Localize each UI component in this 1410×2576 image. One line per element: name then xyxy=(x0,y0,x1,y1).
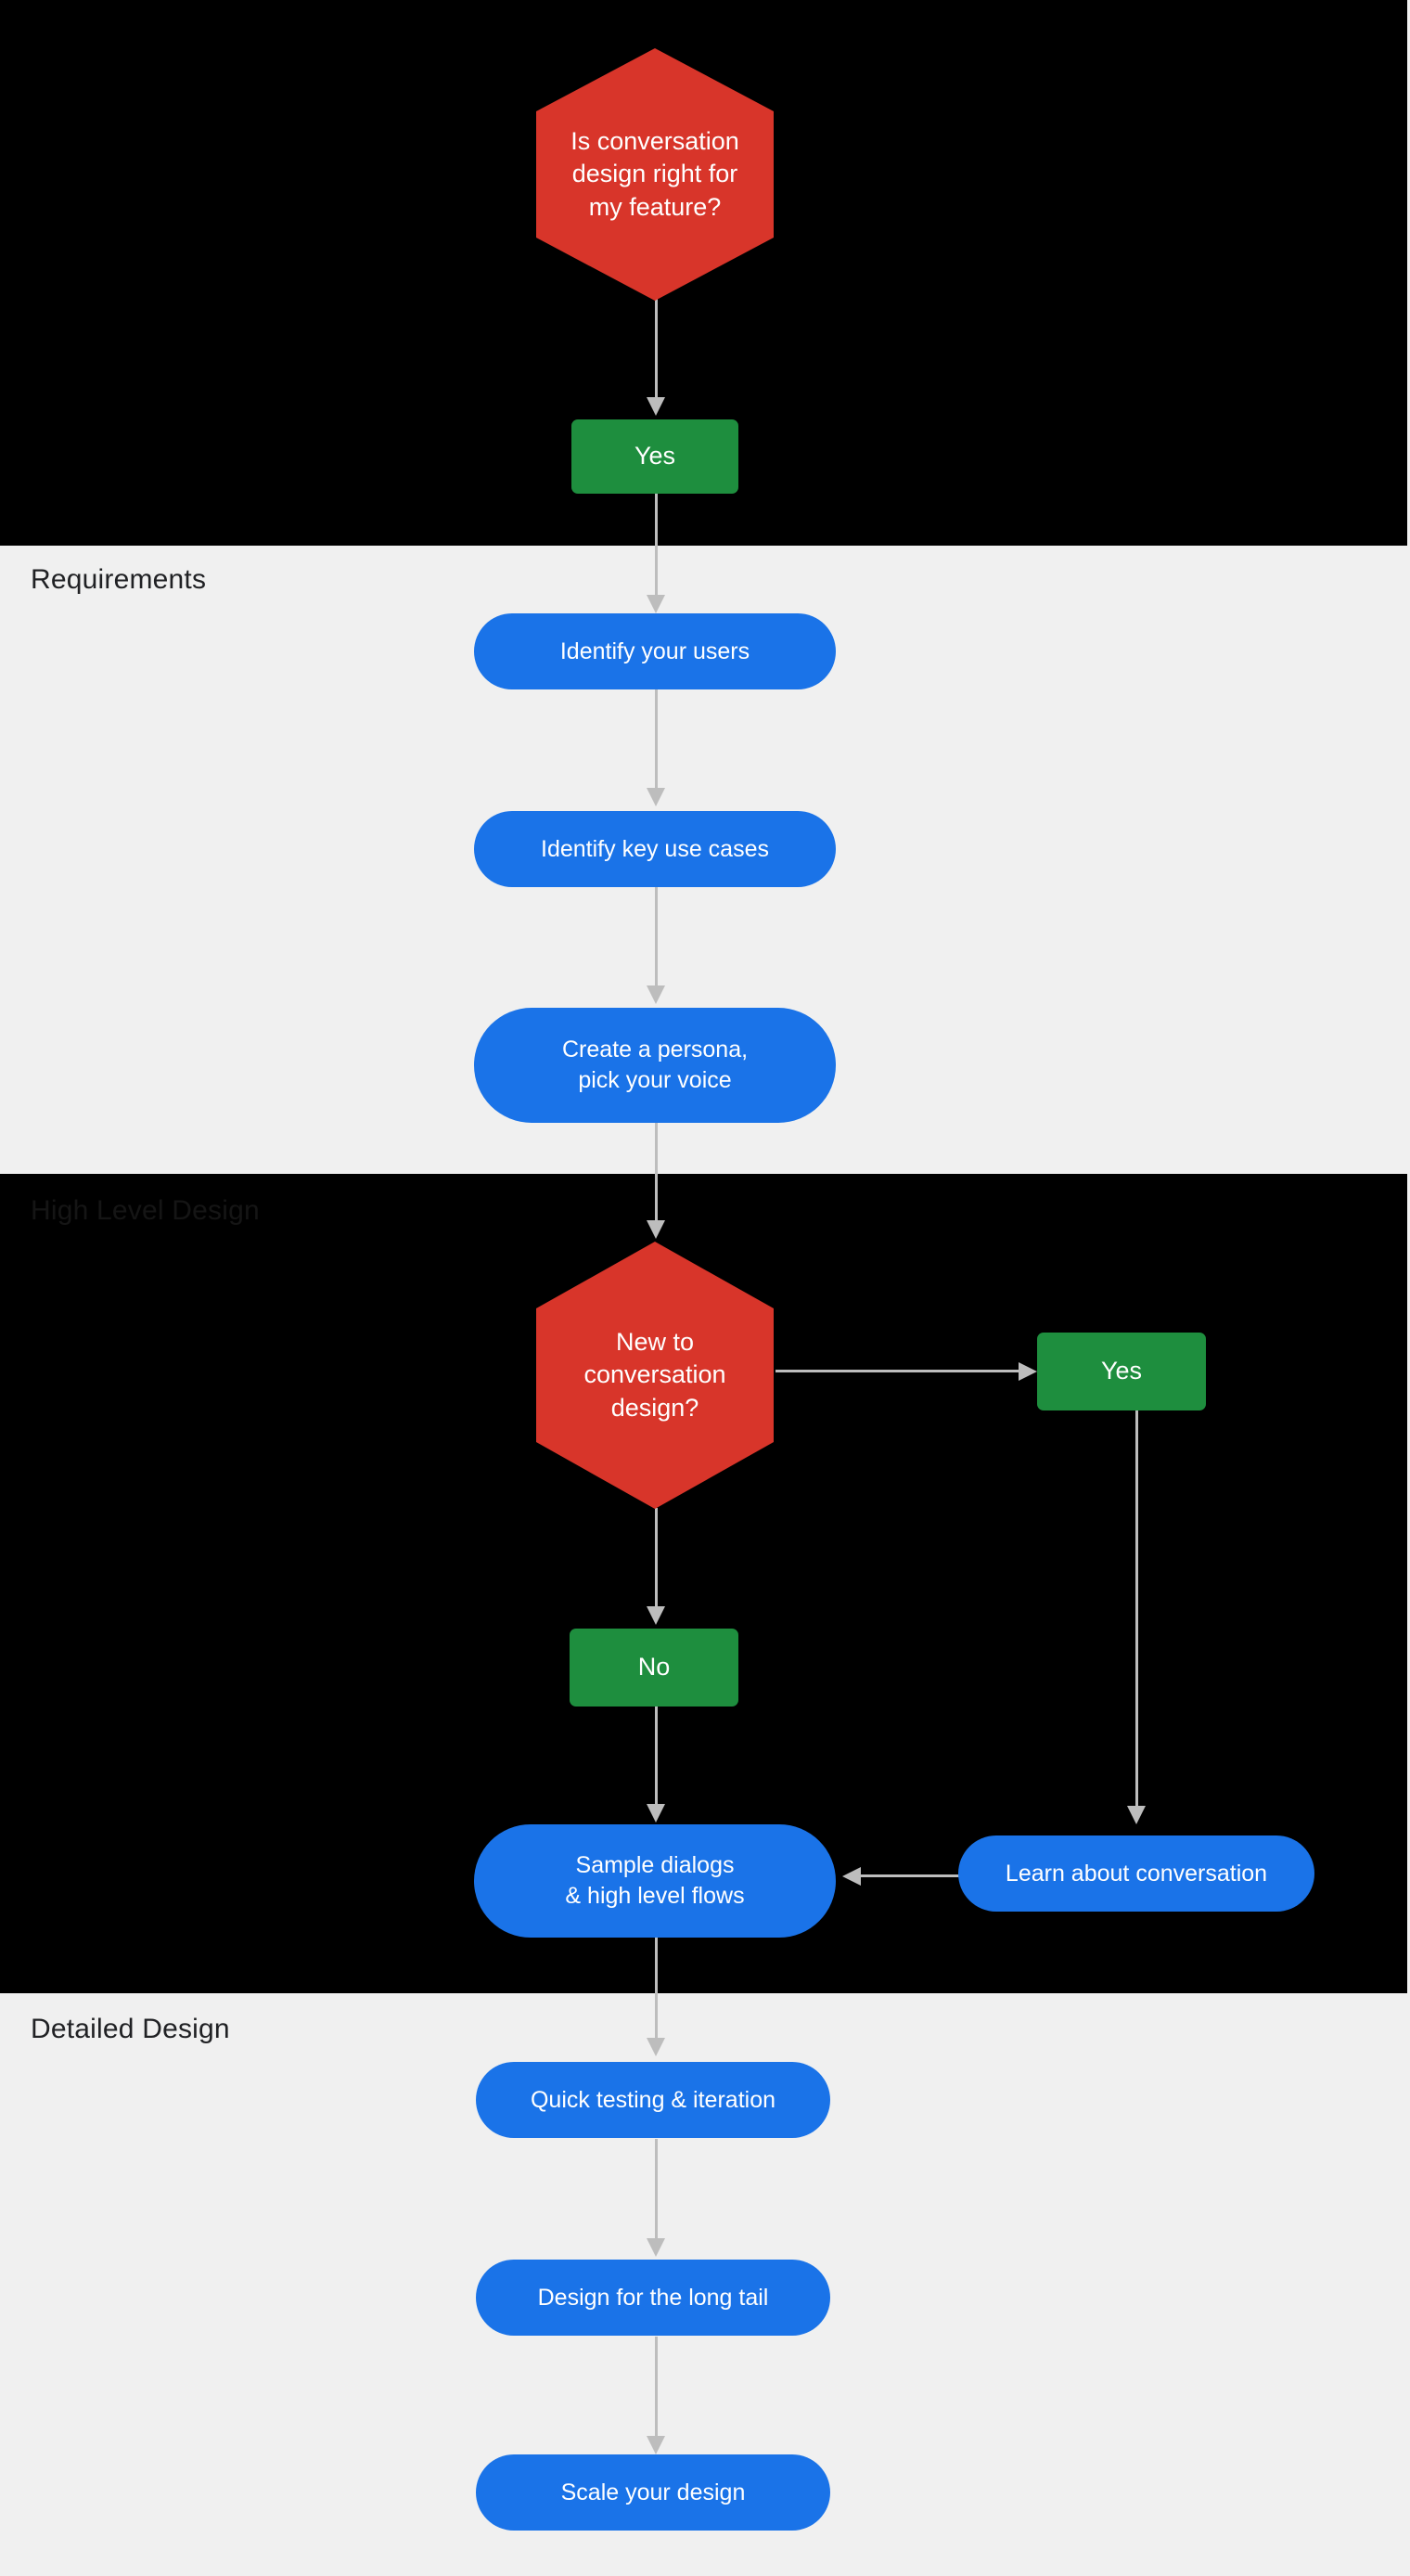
connector-no-to-dialogs xyxy=(655,1706,658,1810)
arrowhead-no-to-dialogs xyxy=(647,1804,665,1823)
step-quick-testing-label: Quick testing & iteration xyxy=(530,2086,776,2113)
arrowhead-decision-to-no xyxy=(647,1606,665,1625)
connector-usecases-to-persona xyxy=(655,883,658,987)
answer-no-new-label: No xyxy=(637,1653,671,1681)
canvas-right-edge xyxy=(1407,0,1410,2576)
connector-yes-to-users xyxy=(655,494,658,598)
connector-yes-to-learn xyxy=(1135,1410,1138,1810)
step-quick-testing-iteration[interactable]: Quick testing & iteration xyxy=(476,2062,830,2138)
arrowhead-longtail-to-scale xyxy=(647,2436,665,2454)
arrowhead-testing-to-longtail xyxy=(647,2238,665,2257)
step-create-a-persona[interactable]: Create a persona, pick your voice xyxy=(474,1008,836,1123)
decision-is-conversation-design-right[interactable]: Is conversation design right for my feat… xyxy=(536,48,774,301)
step-design-for-the-long-tail[interactable]: Design for the long tail xyxy=(476,2260,830,2336)
arrowhead-yes-to-learn xyxy=(1127,1806,1146,1824)
section-label-high-level-design: High Level Design xyxy=(31,1195,260,1226)
connector-longtail-to-scale xyxy=(655,2337,658,2439)
answer-yes-top[interactable]: Yes xyxy=(571,419,738,494)
step-scale-design-label: Scale your design xyxy=(560,2479,746,2505)
connector-testing-to-longtail xyxy=(655,2139,658,2243)
connector-persona-to-decision xyxy=(655,1122,658,1226)
decision-start-label: Is conversation design right for my feat… xyxy=(570,126,739,221)
step-identify-your-users[interactable]: Identify your users xyxy=(474,613,836,689)
connector-dialogs-to-testing xyxy=(655,1937,658,2041)
step-sample-dialogs-high-level-flows[interactable]: Sample dialogs & high level flows xyxy=(474,1824,836,1938)
arrowhead-yes-to-users xyxy=(647,595,665,613)
step-identify-your-users-label: Identify your users xyxy=(559,638,750,664)
step-learn-about-conversation-label: Learn about conversation xyxy=(1005,1860,1268,1887)
answer-yes-new-to-cd[interactable]: Yes xyxy=(1037,1333,1206,1410)
step-long-tail-label: Design for the long tail xyxy=(537,2284,769,2311)
connector-learn-to-dialogs xyxy=(861,1874,959,1877)
step-sample-dialogs-label: Sample dialogs & high level flows xyxy=(565,1852,745,1909)
step-learn-about-conversation[interactable]: Learn about conversation xyxy=(958,1835,1314,1912)
arrowhead-persona-to-decision xyxy=(647,1220,665,1239)
arrowhead-learn-to-dialogs xyxy=(842,1867,861,1886)
step-scale-your-design[interactable]: Scale your design xyxy=(476,2454,830,2531)
arrowhead-usecases-to-persona xyxy=(647,985,665,1004)
decision-new-to-conversation-design[interactable]: New to conversation design? xyxy=(536,1242,774,1509)
connector-decision-to-yes-right xyxy=(776,1370,1019,1372)
answer-no-new-to-cd[interactable]: No xyxy=(570,1629,738,1707)
step-create-a-persona-label: Create a persona, pick your voice xyxy=(561,1037,749,1093)
connector-start-to-yes xyxy=(655,299,658,401)
answer-yes-top-label: Yes xyxy=(634,442,676,470)
section-label-requirements: Requirements xyxy=(31,564,207,595)
connector-decision-to-no xyxy=(655,1508,658,1608)
arrowhead-decision-to-yes-right xyxy=(1019,1362,1037,1381)
arrowhead-dialogs-to-testing xyxy=(647,2038,665,2056)
section-label-detailed-design: Detailed Design xyxy=(31,2014,230,2044)
connector-users-to-usecases xyxy=(655,689,658,791)
answer-yes-new-label: Yes xyxy=(1100,1357,1143,1385)
arrowhead-start-to-yes xyxy=(647,397,665,416)
decision-new-label: New to conversation design? xyxy=(583,1327,726,1422)
step-identify-key-use-cases[interactable]: Identify key use cases xyxy=(474,811,836,887)
arrowhead-users-to-usecases xyxy=(647,788,665,806)
step-identify-key-use-cases-label: Identify key use cases xyxy=(541,835,769,862)
